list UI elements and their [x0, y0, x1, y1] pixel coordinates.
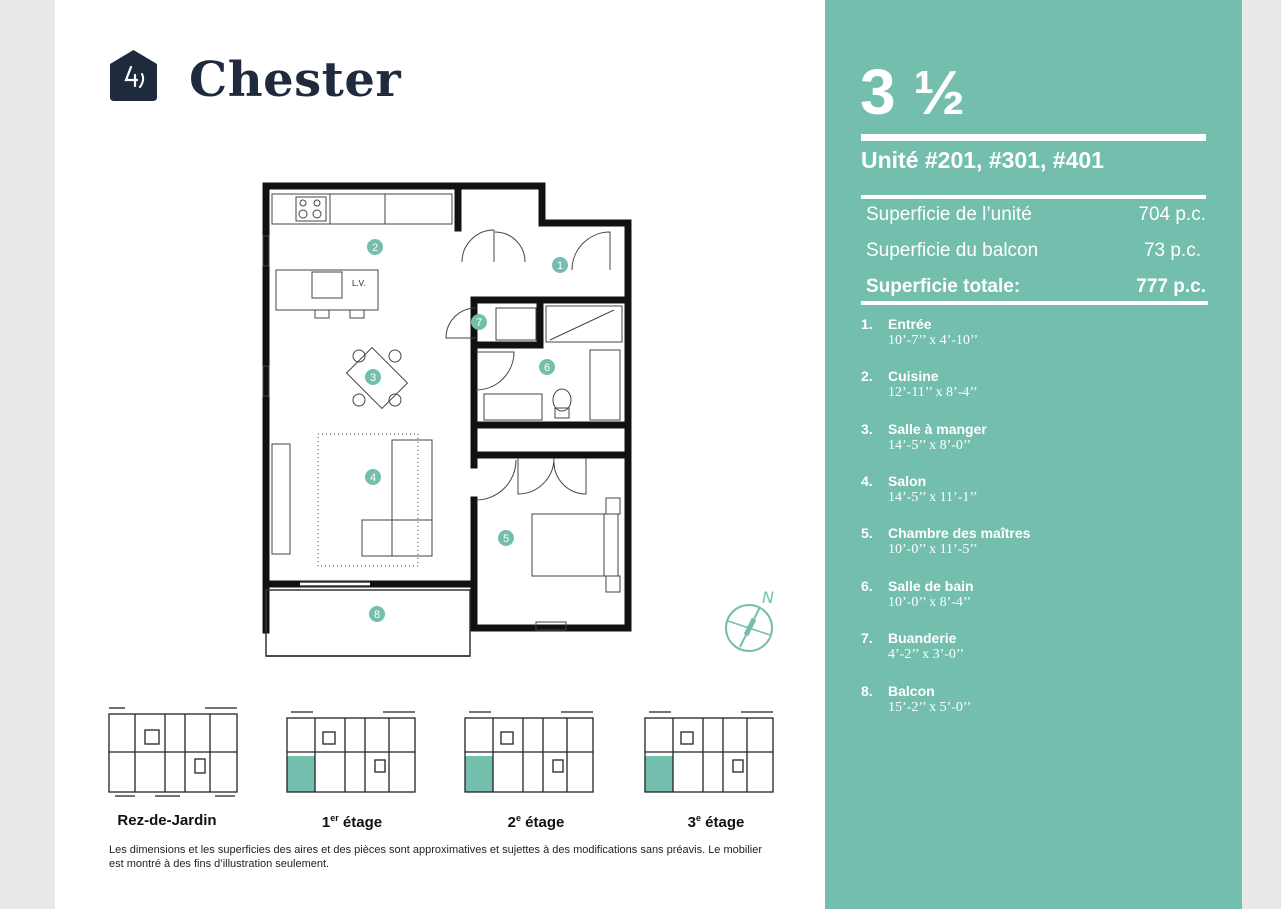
units-divider: [861, 195, 1206, 199]
area-value: 73 p.c.: [1143, 240, 1201, 261]
room-name: Buanderie: [888, 630, 957, 646]
building-outline: [286, 711, 416, 793]
room-dims: 14’-5’’ x 11’-1’’: [888, 490, 978, 505]
floor-key-2e-etage: [461, 704, 597, 800]
area-label: Superficie totale:: [866, 276, 1021, 297]
floor-plan: L.V.: [262, 182, 632, 657]
room-name: Salle de bain: [888, 578, 974, 594]
area-row-balcony: Superficie du balcon 73 p.c.: [866, 240, 1208, 262]
room-name: Cuisine: [888, 368, 939, 384]
unit-info-panel: [825, 0, 1242, 909]
area-value: 704 p.c.: [1138, 204, 1206, 225]
plan-marker-5: 5: [503, 533, 509, 545]
areas-divider: [861, 301, 1208, 305]
plan-marker-4: 4: [370, 472, 376, 484]
north-compass-icon: N: [725, 588, 774, 652]
room-num: 2.: [861, 368, 873, 384]
lv-label: L.V.: [352, 279, 366, 288]
room-dims: 10’-0’’ x 8’-4’’: [888, 595, 972, 610]
room-dims: 14’-5’’ x 8’-0’’: [888, 438, 972, 453]
room-num: 8.: [861, 683, 873, 699]
room-name: Balcon: [888, 683, 935, 699]
unit-type-fraction: ½: [913, 59, 966, 128]
room-num: 7.: [861, 630, 873, 646]
unit-type-title: 3 ½: [860, 52, 965, 134]
floor-key-rez-de-jardin: [105, 704, 241, 800]
area-value: 777 p.c.: [1136, 276, 1206, 297]
unit-numbers: Unité #201, #301, #401: [861, 147, 1104, 173]
room-dims: 10’-0’’ x 11’-5’’: [888, 542, 978, 557]
plan-marker-6: 6: [544, 362, 550, 374]
house-logo-icon: [110, 50, 157, 101]
room-name: Chambre des maîtres: [888, 525, 1031, 541]
room-dims: 4’-2’’ x 3’-0’’: [888, 647, 965, 662]
disclaimer-text: Les dimensions et les superficies des ai…: [109, 844, 762, 870]
unit-type-whole: 3: [860, 56, 896, 128]
building-outline: [464, 711, 594, 793]
room-name: Salle à manger: [888, 421, 987, 437]
brand-name: Chester: [189, 52, 402, 108]
room-num: 4.: [861, 473, 873, 489]
building-outline: [644, 711, 774, 793]
plan-marker-2: 2: [372, 242, 378, 254]
building-outline: [108, 707, 238, 797]
area-row-total: Superficie totale: 777 p.c.: [866, 276, 1208, 298]
plan-marker-7: 7: [476, 317, 482, 329]
room-dims: 10’-7’’ x 4’-10’’: [888, 333, 979, 348]
room-num: 3.: [861, 421, 873, 437]
plan-marker-8: 8: [374, 609, 380, 621]
floor-label-3e-etage: 3e étage: [687, 813, 745, 831]
floor-key-3e-etage: [641, 704, 777, 800]
room-num: 6.: [861, 578, 873, 594]
area-label: Superficie du balcon: [866, 240, 1039, 261]
floor-label-rez-de-jardin: Rez-de-Jardin: [117, 812, 217, 829]
area-row-unit: Superficie de l’unité 704 p.c.: [866, 204, 1208, 226]
room-dims: 12’-11’’ x 8’-4’’: [888, 385, 978, 400]
compass-label: N: [762, 588, 774, 607]
floor-key-1er-etage: [283, 704, 419, 800]
floor-label-2e-etage: 2e étage: [507, 813, 565, 831]
floor-label-1er-etage: 1er étage: [321, 813, 383, 831]
room-num: 5.: [861, 525, 873, 541]
room-name: Entrée: [888, 316, 932, 332]
room-dims: 15’-2’’ x 5’-0’’: [888, 700, 972, 715]
plan-marker-1: 1: [557, 260, 563, 272]
title-divider: [861, 134, 1206, 141]
area-label: Superficie de l’unité: [866, 204, 1032, 225]
plan-marker-3: 3: [370, 372, 376, 384]
room-name: Salon: [888, 473, 927, 489]
room-num: 1.: [861, 316, 873, 332]
